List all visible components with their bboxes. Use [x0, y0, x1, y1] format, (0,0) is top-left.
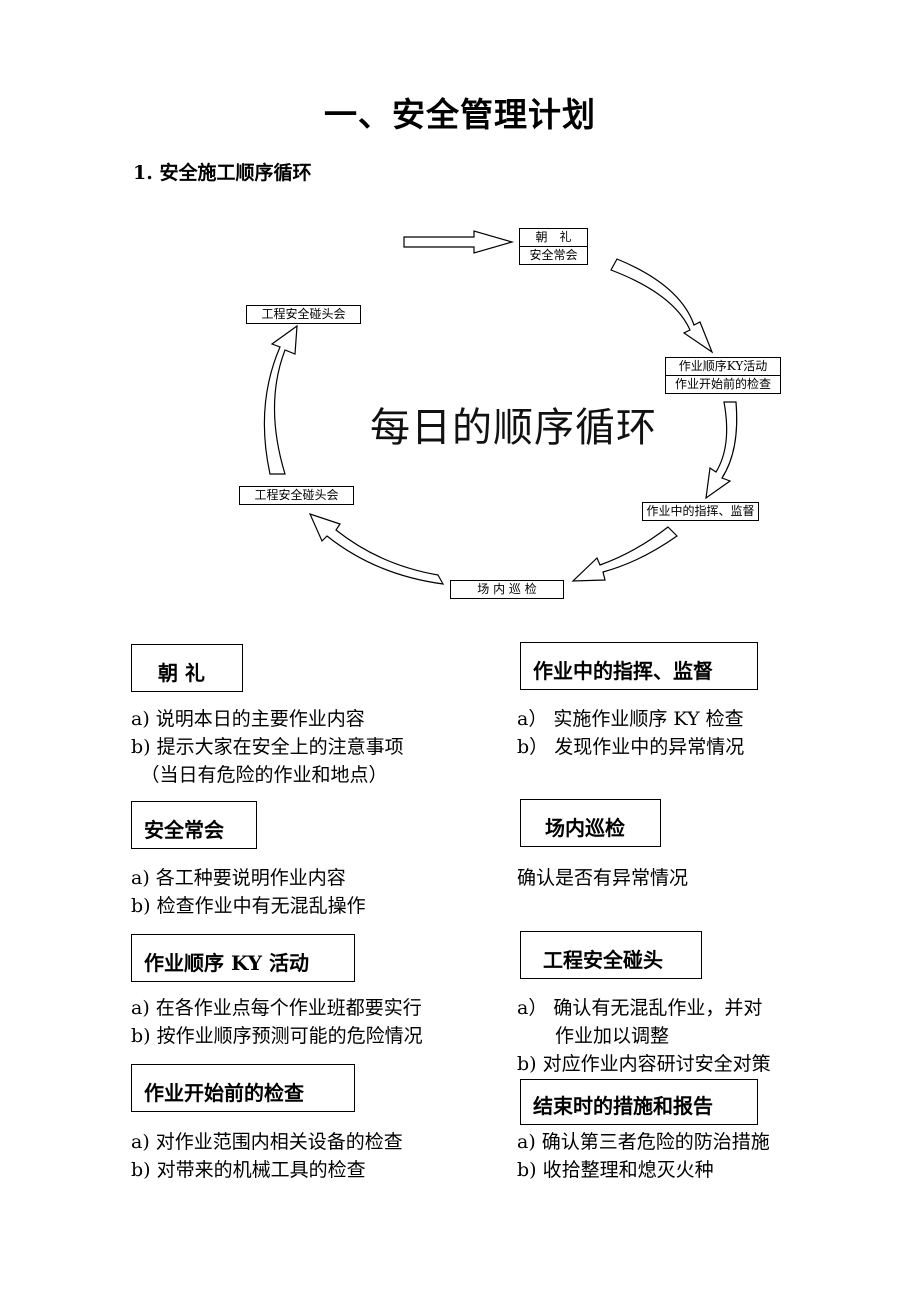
- heading-eng-meeting: 工程安全碰头: [520, 931, 702, 979]
- patrol-box-label: 场 内 巡 检: [477, 582, 537, 596]
- list-item: b) 检查作业中有无混乱操作: [131, 895, 366, 917]
- heading-supervise-label: 作业中的指挥、监督: [533, 659, 713, 683]
- list-item: b) 对应作业内容研讨安全对策: [517, 1053, 771, 1075]
- heading-safety-meeting-label: 安全常会: [144, 818, 224, 842]
- supervise-box: 作业中的指挥、监督: [642, 502, 759, 521]
- list-supervise: a） 实施作业顺序 KY 检查 b） 发现作业中的异常情况: [517, 705, 744, 761]
- list-item: a) 说明本日的主要作业内容: [131, 708, 365, 730]
- heading-ky-activity-label: 作业顺序 KY 活动: [144, 951, 310, 975]
- heading-ky-activity: 作业顺序 KY 活动: [131, 934, 355, 982]
- list-item: b) 提示大家在安全上的注意事项: [131, 736, 404, 758]
- heading-patrol-label: 场内巡检: [545, 816, 625, 840]
- list-item: a) 对作业范围内相关设备的检查: [131, 1131, 403, 1153]
- cycle-center-text: 每日的顺序循环: [370, 405, 657, 451]
- pre-check-box-label: 作业开始前的检查: [666, 375, 780, 393]
- list-pre-check: a) 对作业范围内相关设备的检查 b) 对带来的机械工具的检查: [131, 1128, 403, 1184]
- entry-arrow: [403, 230, 515, 254]
- list-closing: a) 确认第三者危险的防治措施 b) 收拾整理和熄灭火种: [517, 1128, 770, 1184]
- morning-box-label: 朝 礼: [535, 230, 572, 244]
- list-item: a) 在各作业点每个作业班都要实行: [131, 997, 422, 1019]
- page-title: 一、安全管理计划: [324, 95, 596, 134]
- list-item: （当日有危险的作业和地点）: [131, 764, 388, 786]
- heading-patrol: 场内巡检: [520, 799, 661, 847]
- ky-box-label: 作业顺序KY活动: [678, 359, 768, 373]
- supervise-box-label: 作业中的指挥、监督: [646, 504, 755, 518]
- list-item: a） 实施作业顺序 KY 检查: [517, 708, 744, 730]
- patrol-box: 场 内 巡 检: [450, 580, 564, 599]
- list-morning: a) 说明本日的主要作业内容 b) 提示大家在安全上的注意事项 （当日有危险的作…: [131, 705, 404, 789]
- list-item: 作业加以调整: [517, 1025, 670, 1047]
- meeting-bottom-box-label: 工程安全碰头会: [254, 488, 339, 502]
- list-item: b） 发现作业中的异常情况: [517, 736, 745, 758]
- heading-morning: 朝 礼: [131, 644, 243, 692]
- list-ky-activity: a) 在各作业点每个作业班都要实行 b) 按作业顺序预测可能的危险情况: [131, 994, 423, 1050]
- heading-eng-meeting-label: 工程安全碰头: [543, 948, 663, 972]
- heading-supervise: 作业中的指挥、监督: [520, 642, 758, 690]
- heading-safety-meeting: 安全常会: [131, 801, 257, 849]
- heading-morning-label: 朝 礼: [158, 661, 205, 685]
- cycle-diagram: [263, 230, 738, 585]
- cycle-arrow-2: [705, 401, 738, 500]
- cycle-arrow-4: [308, 513, 445, 585]
- heading-closing: 结束时的措施和报告: [520, 1079, 758, 1125]
- list-item: a） 确认有无混乱作业，并对: [517, 997, 763, 1019]
- list-item: a) 确认第三者危险的防治措施: [517, 1131, 770, 1153]
- cycle-arrow-1: [610, 258, 714, 354]
- heading-pre-check: 作业开始前的检查: [131, 1064, 355, 1112]
- list-item: b) 按作业顺序预测可能的危险情况: [131, 1025, 423, 1047]
- list-item: b) 收拾整理和熄灭火种: [517, 1159, 714, 1181]
- list-eng-meeting: a） 确认有无混乱作业，并对 作业加以调整 b) 对应作业内容研讨安全对策: [517, 994, 771, 1078]
- cycle-arrow-3: [571, 526, 678, 582]
- list-patrol: 确认是否有异常情况: [517, 864, 688, 892]
- meeting-top-box: 工程安全碰头会: [246, 305, 361, 324]
- safety-meeting-box-label: 安全常会: [520, 246, 587, 264]
- list-item: 确认是否有异常情况: [517, 867, 689, 889]
- meeting-bottom-box: 工程安全碰头会: [239, 486, 354, 505]
- list-item: a) 各工种要说明作业内容: [131, 867, 346, 889]
- morning-box: 朝 礼 安全常会: [519, 228, 588, 265]
- section-subtitle: 1. 安全施工顺序循环: [133, 162, 312, 184]
- list-item: b) 对带来的机械工具的检查: [131, 1159, 366, 1181]
- heading-closing-label: 结束时的措施和报告: [533, 1094, 713, 1118]
- meeting-top-box-label: 工程安全碰头会: [261, 307, 346, 321]
- cycle-arrow-5: [263, 324, 298, 475]
- heading-pre-check-label: 作业开始前的检查: [144, 1081, 304, 1105]
- list-safety-meeting: a) 各工种要说明作业内容 b) 检查作业中有无混乱操作: [131, 864, 366, 920]
- ky-box: 作业顺序KY活动 作业开始前的检查: [665, 357, 781, 394]
